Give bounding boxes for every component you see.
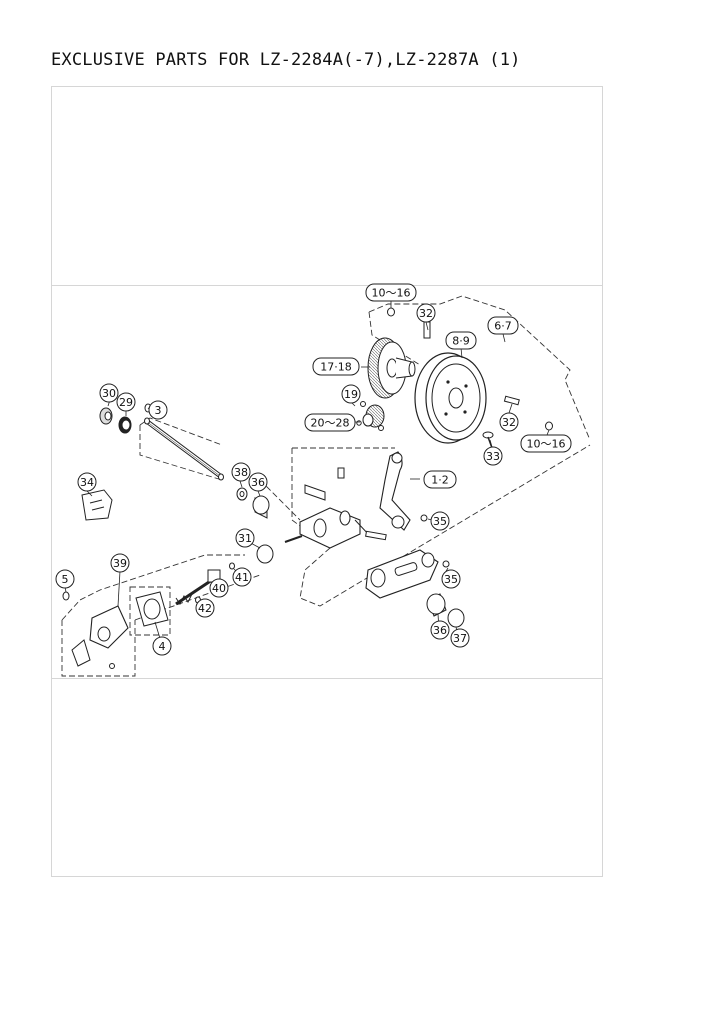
shaft-3 [144,417,224,481]
page-title: EXCLUSIVE PARTS FOR LZ-2284A(-7),LZ-2287… [51,50,521,70]
bushing-36-left [252,495,270,519]
callout-35-lower: 35 [441,569,461,589]
callout-36-right: 36 [430,620,450,640]
svg-text:10～16: 10～16 [372,287,411,300]
svg-text:31: 31 [238,532,252,545]
callout-37: 37 [450,628,470,648]
callout-41: 41 [232,567,252,587]
svg-text:39: 39 [113,557,127,570]
callout-40: 40 [209,578,229,598]
callout-35-upper: 35 [430,511,450,531]
svg-text:8·9: 8·9 [452,335,470,348]
callout-20-28: 20～28 [304,413,356,432]
setscrew-10-16-upper [387,307,395,317]
cover-39 [71,605,129,669]
svg-text:35: 35 [444,573,458,586]
plate-34 [81,489,113,521]
dashed-outline-pulley [368,295,591,441]
frame-divider-bottom [51,678,603,679]
callout-29: 29 [116,392,136,412]
svg-text:33: 33 [486,450,500,463]
setscrew-10-16-lower [545,421,553,431]
callout-17-18: 17·18 [312,357,360,376]
callout-10-16-upper: 10～16 [365,283,417,302]
svg-text:3: 3 [155,404,162,417]
lever-1-2 [379,451,411,531]
svg-text:41: 41 [235,571,249,584]
screw-5 [62,591,70,601]
svg-text:36: 36 [251,476,265,489]
svg-text:10～16: 10～16 [527,438,566,451]
svg-text:37: 37 [453,632,467,645]
bearing-29 [118,416,132,434]
callout-6-7: 6·7 [487,316,519,335]
leader-lines [64,301,550,646]
svg-text:34: 34 [80,476,94,489]
svg-text:35: 35 [433,515,447,528]
svg-text:30: 30 [102,387,116,400]
svg-text:32: 32 [502,416,516,429]
callout-8-9: 8·9 [445,331,477,350]
screw-33 [482,431,494,449]
bushing-30 [99,407,113,425]
callout-1-2: 1·2 [423,470,457,489]
cap-37 [447,608,465,628]
callout-30: 30 [99,383,119,403]
callout-4: 4 [152,636,172,656]
svg-text:1·2: 1·2 [431,474,449,487]
gasket-4 [135,591,169,627]
svg-text:40: 40 [212,582,226,595]
callout-10-16-lower: 10～16 [520,434,572,453]
callout-33: 33 [483,446,503,466]
plug-31 [256,544,274,564]
callout-42: 42 [195,598,215,618]
worm-20-28 [356,401,385,431]
svg-text:32: 32 [419,307,433,320]
washer-38 [236,487,248,501]
svg-text:29: 29 [119,396,133,409]
screw-41 [229,562,235,570]
pulley-6-7 [414,352,487,444]
bushing-36-right [426,593,447,617]
screw-35-lower [442,560,450,568]
callout-38: 38 [231,462,251,482]
svg-text:19: 19 [344,388,358,401]
callout-39: 39 [110,553,130,573]
svg-text:20～28: 20～28 [311,417,350,430]
svg-text:36: 36 [433,624,447,637]
pin-crank [284,530,387,543]
pin-32-lower [503,395,520,406]
crank-body [299,467,379,549]
callout-32-lower: 32 [499,412,519,432]
gear-17-18 [367,337,416,399]
callout-19: 19 [341,384,361,404]
callout-34: 34 [77,472,97,492]
callout-31: 31 [235,528,255,548]
callout-32-upper: 32 [416,303,436,323]
svg-text:4: 4 [159,640,166,653]
screw-35-upper [420,514,428,522]
svg-text:5: 5 [62,573,69,586]
svg-text:17·18: 17·18 [320,361,352,374]
diagram-frame [51,86,603,877]
svg-text:42: 42 [198,602,212,615]
callout-36-left: 36 [248,472,268,492]
callout-5: 5 [55,569,75,589]
svg-text:38: 38 [234,466,248,479]
callout-3: 3 [148,400,168,420]
svg-text:6·7: 6·7 [494,320,512,333]
link-lower [365,549,439,599]
frame-divider-top [51,285,603,286]
